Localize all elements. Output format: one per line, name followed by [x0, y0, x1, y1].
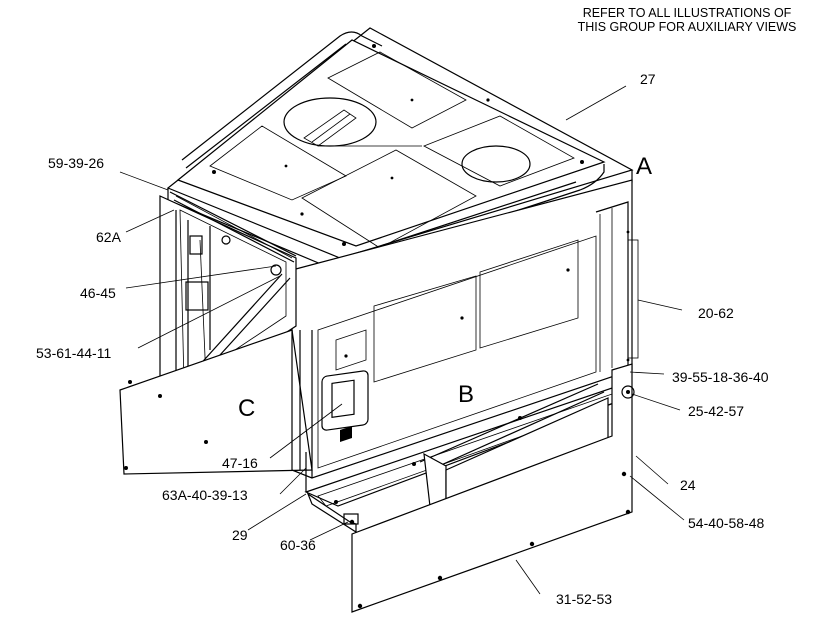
- callout-29: 29: [232, 527, 248, 543]
- callout-27: 27: [640, 71, 656, 87]
- callout-54-40-58-48: 54-40-58-48: [688, 515, 764, 531]
- callout-20-62: 20-62: [698, 305, 734, 321]
- note-line-1: REFER TO ALL ILLUSTRATIONS OF: [582, 6, 792, 20]
- roof-assembly: [166, 27, 634, 273]
- auxiliary-views-note: REFER TO ALL ILLUSTRATIONS OF THIS GROUP…: [556, 6, 818, 34]
- callout-59-39-26: 59-39-26: [48, 155, 104, 171]
- callout-47-16: 47-16: [222, 455, 258, 471]
- view-letter-b: B: [458, 381, 474, 408]
- view-letter-a: A: [636, 153, 652, 180]
- callout-25-42-57: 25-42-57: [688, 403, 744, 419]
- note-line-2: THIS GROUP FOR AUXILIARY VIEWS: [577, 20, 797, 34]
- callout-39-55-18-36-40: 39-55-18-36-40: [672, 369, 769, 385]
- callout-46-45: 46-45: [80, 285, 116, 301]
- callout-62a: 62A: [96, 229, 122, 245]
- view-letter-c: C: [238, 395, 255, 422]
- door-latch: [321, 370, 369, 442]
- corner-post: [291, 330, 313, 492]
- callout-53-61-44-11: 53-61-44-11: [36, 345, 111, 361]
- cover-panel-b: [349, 363, 635, 613]
- callout-31-52-53: 31-52-53: [556, 591, 612, 607]
- callout-24: 24: [680, 477, 696, 493]
- leader-lines: [119, 85, 685, 595]
- callout-60-36: 60-36: [280, 537, 316, 553]
- callout-63a-40-39-13: 63A-40-39-13: [162, 487, 248, 503]
